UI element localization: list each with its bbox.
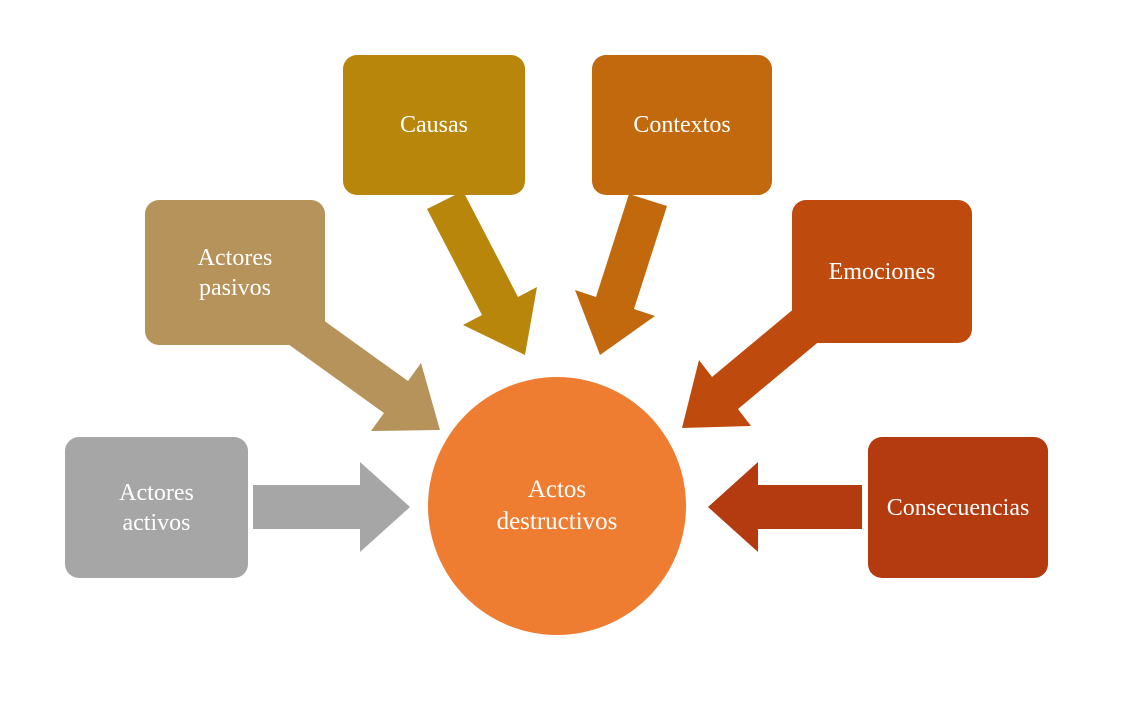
arrow-consecuencias [708, 462, 862, 552]
node-actores-pasivos: Actores pasivos [145, 200, 325, 345]
center-circle-label: Actos destructivos [496, 475, 618, 536]
node-consecuencias: Consecuencias [868, 437, 1048, 578]
node-actores-activos-label: Actores activos [119, 479, 194, 536]
node-actores-activos: Actores activos [65, 437, 248, 578]
node-actores-pasivos-label: Actores pasivos [197, 244, 273, 301]
arrow-causas [427, 191, 537, 355]
center-circle: Actos destructivos [428, 377, 686, 635]
node-emociones-label: Emociones [828, 258, 936, 285]
node-contextos: Contextos [592, 55, 772, 195]
node-causas-label: Causas [400, 112, 468, 138]
node-consecuencias-label: Consecuencias [886, 494, 1030, 521]
node-contextos-label: Contextos [633, 112, 731, 138]
arrow-contextos [575, 194, 667, 355]
node-emociones: Emociones [792, 200, 972, 343]
arrow-actores-activos [253, 462, 410, 552]
node-causas: Causas [343, 55, 525, 195]
